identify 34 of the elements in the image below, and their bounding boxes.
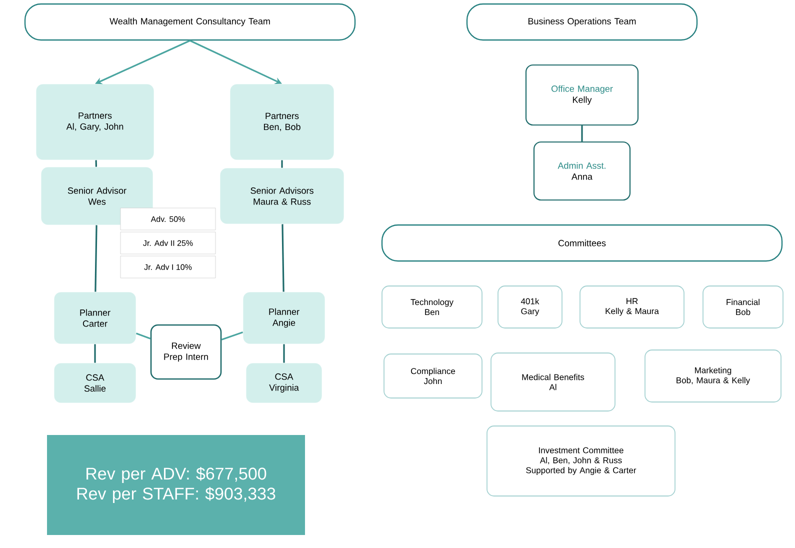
role-box: Partners Al, Gary, John bbox=[36, 84, 154, 160]
team-banner: Business Operations Team bbox=[466, 3, 698, 41]
connector-line bbox=[94, 344, 96, 363]
committee-box: Marketing Bob, Maura & Kelly bbox=[644, 350, 782, 402]
committee-box: Compliance John bbox=[384, 354, 482, 398]
table-cell: Adv. 50% bbox=[120, 208, 216, 230]
committee-box: Medical Benefits Al bbox=[490, 352, 616, 412]
committee-box: Financial Bob bbox=[702, 286, 784, 328]
connector-line bbox=[283, 344, 285, 363]
connector-line bbox=[94, 225, 98, 292]
connector-line bbox=[221, 332, 244, 340]
committee-box: 401k Gary bbox=[498, 286, 562, 328]
connector-line bbox=[95, 160, 98, 167]
role-box: Partners Ben, Bob bbox=[230, 84, 334, 160]
committee-box: Investment Committee Al, Ben, John & Russ Supported by Angie & Carter bbox=[486, 426, 676, 496]
connector-line bbox=[581, 126, 583, 142]
committee-box: Technology Ben bbox=[382, 286, 482, 328]
team-banner: Committees bbox=[381, 224, 783, 262]
role-box: Senior Advisors Maura & Russ bbox=[220, 168, 344, 224]
role-box: Admin Asst. Anna bbox=[533, 141, 631, 201]
role-box: Office Manager Kelly bbox=[525, 64, 639, 126]
committee-box: HR Kelly & Maura bbox=[580, 286, 684, 328]
connector-line bbox=[136, 332, 151, 340]
role-box: Review Prep Intern bbox=[150, 324, 222, 380]
role-box: Planner Carter bbox=[54, 292, 136, 344]
connector-line bbox=[281, 160, 283, 168]
role-box: CSA Virginia bbox=[246, 362, 322, 404]
connector-line bbox=[282, 224, 284, 292]
role-box: Planner Angie bbox=[242, 292, 326, 344]
table-cell: Jr. Adv I 10% bbox=[120, 256, 216, 278]
revenue-box: Rev per ADV: $677,500 Rev per STAFF: $903,333 bbox=[47, 435, 305, 535]
table-cell: Jr. Adv II 25% bbox=[120, 232, 216, 254]
team-banner: Wealth Management Consultancy Team bbox=[24, 3, 356, 41]
role-box: CSA Sallie bbox=[54, 362, 136, 404]
